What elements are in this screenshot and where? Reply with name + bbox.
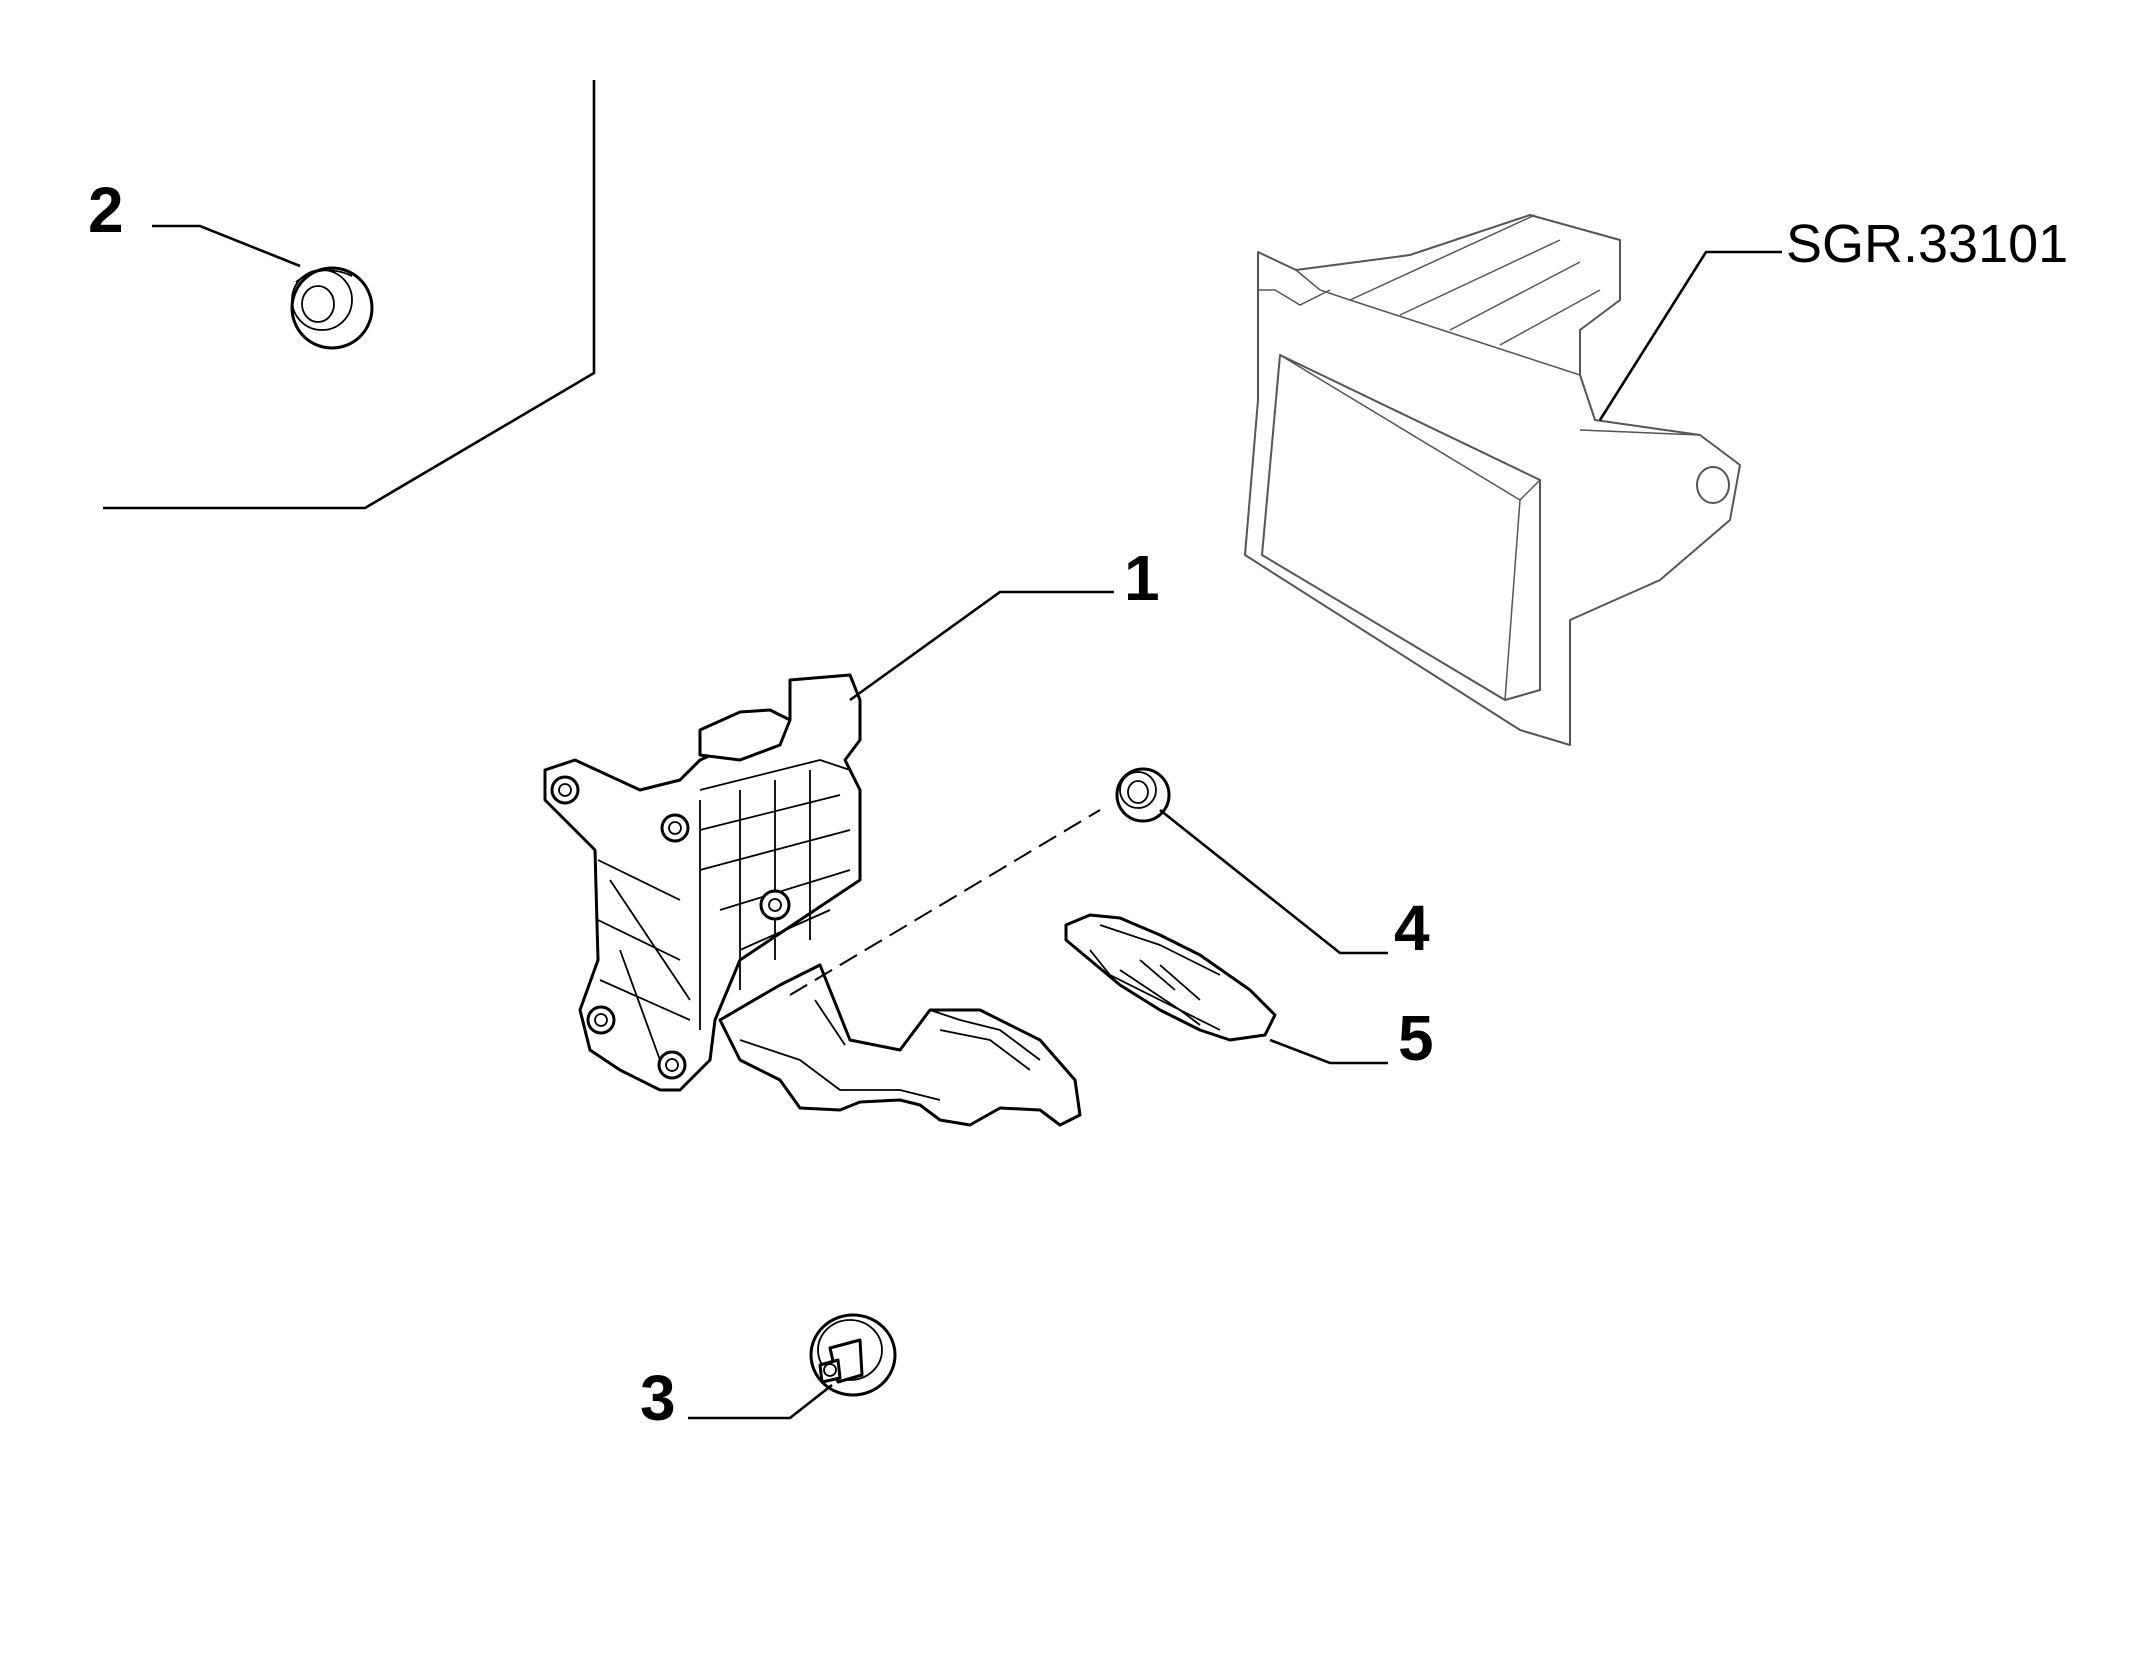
leader-3 [688,1383,833,1420]
leader-ref [1598,250,1782,421]
leader-1 [849,590,1114,702]
part-2-grommet [290,266,374,350]
axis-dashed-line [789,809,1101,996]
callout-3: 3 [640,1362,676,1434]
leader-4 [1159,808,1388,955]
callout-5: 5 [1398,1002,1434,1074]
section-boundary-line [103,80,596,510]
part-3-clip [809,1313,897,1397]
callout-2: 2 [88,174,124,246]
callout-ref: SGR.33101 [1786,214,2068,274]
reference-assembly-sgr33101 [1244,214,1741,746]
leader-5 [1269,1038,1388,1065]
leader-2 [152,224,301,268]
part-1-pedal-assembly [543,673,1082,1127]
callout-4: 4 [1394,892,1430,964]
part-5-pedal-pad [1064,913,1277,1042]
part-4-bushing [1115,767,1171,823]
callout-1: 1 [1124,542,1160,614]
